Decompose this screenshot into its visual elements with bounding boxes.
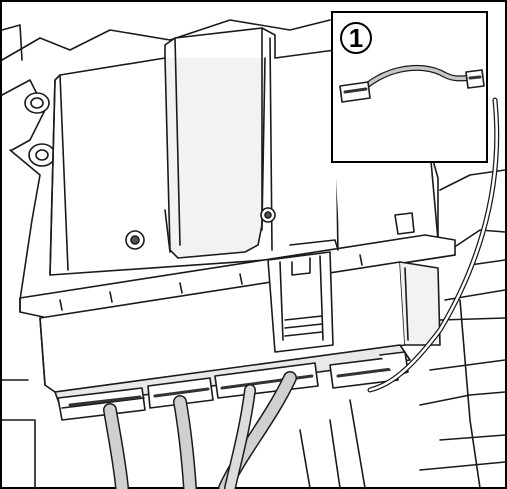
- wiring-harness: [103, 97, 500, 489]
- module-bracket-cover: [49, 27, 339, 276]
- connector-left: [57, 387, 146, 421]
- callout-number: 1: [349, 23, 363, 53]
- inset-harness: [339, 64, 485, 103]
- right-support-frame: [334, 149, 439, 251]
- inset-detail: 1: [331, 11, 488, 163]
- inset-connector-left: [339, 81, 371, 103]
- connector-center-left: [147, 377, 214, 409]
- connector-right: [329, 351, 409, 389]
- inset-connector-right: [465, 69, 485, 89]
- vehicle-body-structure: [1, 19, 506, 489]
- callout-circle: [340, 22, 372, 54]
